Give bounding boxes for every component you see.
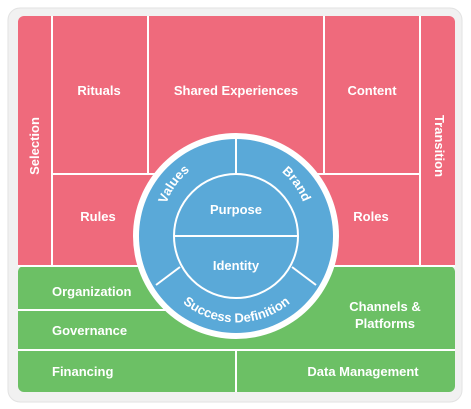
selection-label: Selection [27,117,42,175]
roles-label: Roles [353,209,388,224]
channels-label-line2: Platforms [355,316,415,331]
data-management-label: Data Management [307,364,419,379]
financing-label: Financing [52,364,113,379]
shared-experiences-label: Shared Experiences [174,83,298,98]
transition-label: Transition [432,115,447,177]
rituals-label: Rituals [77,83,120,98]
purpose-label: Purpose [210,202,262,217]
governance-label: Governance [52,323,127,338]
channels-label-line1: Channels & [349,299,421,314]
rules-label: Rules [80,209,115,224]
content-label: Content [347,83,397,98]
identity-label: Identity [213,258,260,273]
organization-label: Organization [52,284,132,299]
ring-dividers [155,139,317,286]
